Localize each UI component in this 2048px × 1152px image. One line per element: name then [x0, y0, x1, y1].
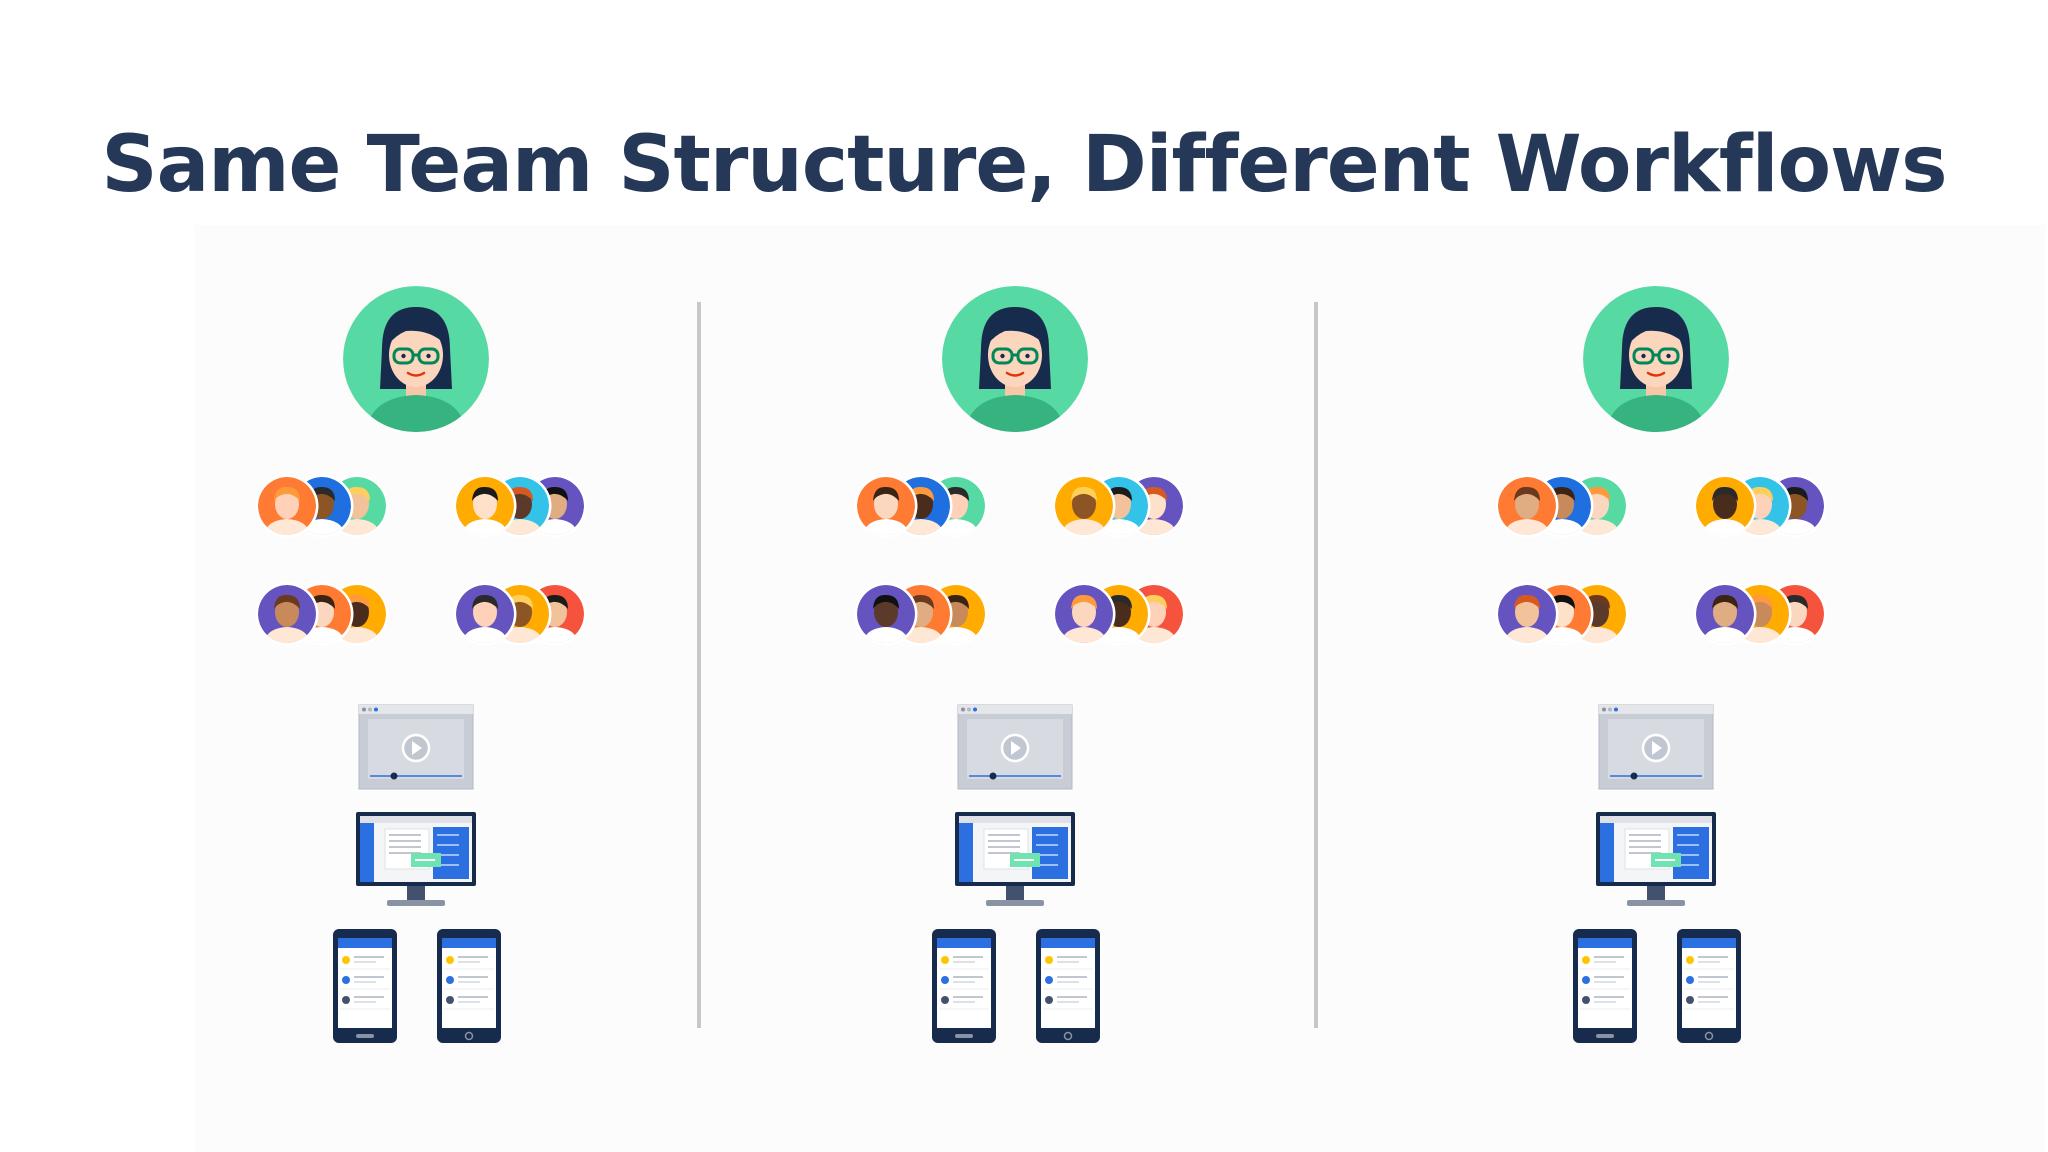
team-member-avatar	[1693, 582, 1757, 651]
team-member-avatar	[1495, 582, 1559, 651]
team-member-avatar	[1052, 582, 1116, 651]
mobile-phone-icon	[1572, 928, 1638, 1049]
slide-title: Same Team Structure, Different Workflows	[101, 120, 1947, 210]
mobile-phone-icon	[332, 928, 398, 1049]
mobile-phone-icon	[436, 928, 502, 1049]
desktop-monitor-icon	[1595, 811, 1717, 914]
leader-avatar	[342, 285, 490, 438]
team-member-avatar	[1052, 474, 1116, 543]
desktop-monitor-icon	[954, 811, 1076, 914]
column-divider-2	[1314, 302, 1318, 1028]
mobile-phone-icon	[1035, 928, 1101, 1049]
leader-avatar	[941, 285, 1089, 438]
desktop-monitor-icon	[355, 811, 477, 914]
column-divider-1	[697, 302, 701, 1028]
team-member-avatar	[1495, 474, 1559, 543]
team-member-avatar	[453, 582, 517, 651]
team-member-avatar	[854, 582, 918, 651]
team-member-avatar	[255, 582, 319, 651]
leader-avatar	[1582, 285, 1730, 438]
mobile-phone-icon	[931, 928, 997, 1049]
team-member-avatar	[1693, 474, 1757, 543]
team-member-avatar	[854, 474, 918, 543]
video-player-window-icon	[358, 704, 474, 795]
team-member-avatar	[255, 474, 319, 543]
team-member-avatar	[453, 474, 517, 543]
mobile-phone-icon	[1676, 928, 1742, 1049]
video-player-window-icon	[1598, 704, 1714, 795]
video-player-window-icon	[957, 704, 1073, 795]
